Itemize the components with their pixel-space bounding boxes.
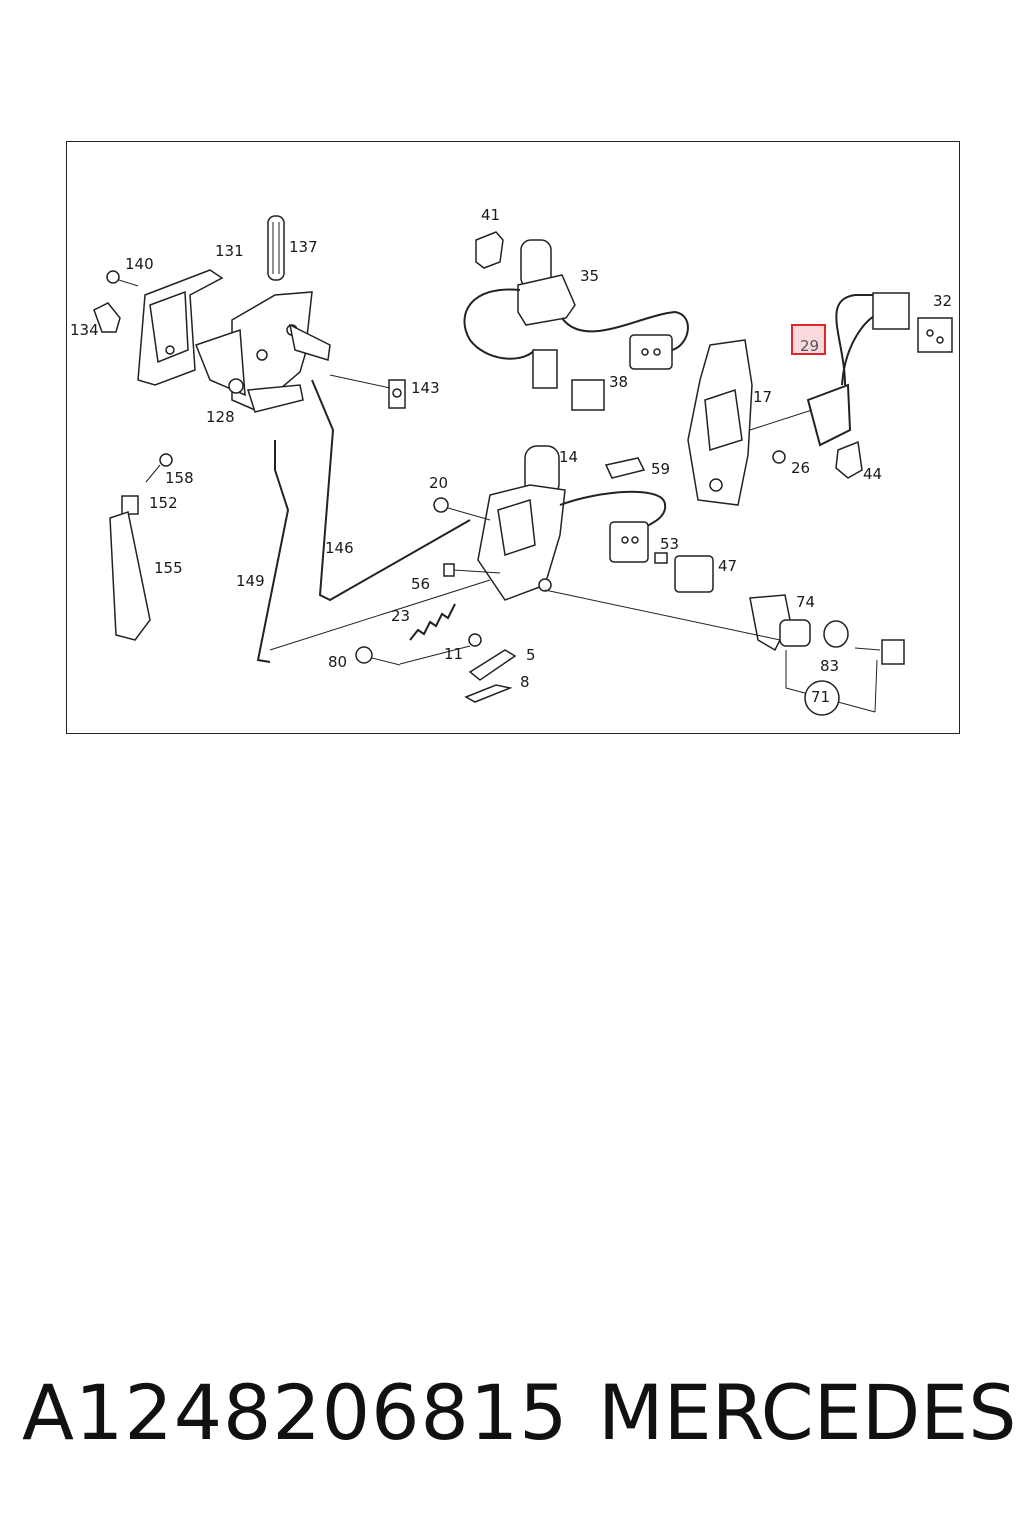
callout-29[interactable]: 29	[800, 337, 820, 355]
callout-71[interactable]: 71	[811, 688, 831, 706]
callout-14[interactable]: 14	[559, 448, 579, 466]
callout-17[interactable]: 17	[753, 388, 773, 406]
callout-143[interactable]: 143	[411, 379, 440, 397]
part-20-bolt	[433, 497, 491, 521]
part-44-cap	[835, 440, 863, 479]
callout-149[interactable]: 149	[236, 572, 265, 590]
callout-29-highlight[interactable]	[791, 324, 826, 355]
callout-23[interactable]: 23	[391, 607, 411, 625]
part-80-bolt	[355, 646, 401, 666]
callout-8[interactable]: 8	[520, 673, 530, 691]
callout-41[interactable]: 41	[481, 206, 501, 224]
callout-128[interactable]: 128	[206, 408, 235, 426]
callout-59[interactable]: 59	[651, 460, 671, 478]
callout-11[interactable]: 11	[444, 645, 464, 663]
callout-56[interactable]: 56	[411, 575, 431, 593]
part-152-clip	[121, 495, 139, 515]
part-158-screw	[145, 453, 173, 483]
callout-53[interactable]: 53	[660, 535, 680, 553]
callout-26[interactable]: 26	[791, 459, 811, 477]
part-53-connector	[609, 521, 649, 563]
callout-131[interactable]: 131	[215, 242, 244, 260]
part-23-spring	[409, 603, 456, 641]
part-131-bracket	[137, 269, 224, 386]
callout-5[interactable]: 5	[526, 646, 536, 664]
part-29-wiring	[806, 383, 852, 447]
part-11-screw	[468, 633, 482, 647]
part-128-housing	[195, 291, 331, 413]
callout-47[interactable]: 47	[718, 557, 738, 575]
diagram-frame	[66, 141, 960, 734]
part-5-lever	[468, 649, 517, 681]
part-59-clip	[604, 457, 646, 479]
part-number: A1248206815	[22, 1368, 569, 1457]
part-41-cap	[475, 231, 504, 269]
callout-32[interactable]: 32	[933, 292, 953, 310]
part-26-screw	[772, 450, 786, 464]
callout-20[interactable]: 20	[429, 474, 449, 492]
part-140-screw	[106, 270, 139, 287]
part-17-lock-plate	[687, 339, 813, 506]
callout-158[interactable]: 158	[165, 469, 194, 487]
callout-44[interactable]: 44	[863, 465, 883, 483]
part-35-plug	[629, 334, 673, 370]
part-38-connector	[532, 349, 605, 411]
part-143-nut	[388, 379, 406, 409]
part-146-rod	[311, 379, 471, 602]
part-35-actuator	[463, 239, 689, 360]
callout-152[interactable]: 152	[149, 494, 178, 512]
callout-140[interactable]: 140	[125, 255, 154, 273]
callout-134[interactable]: 134	[70, 321, 99, 339]
callout-71-circle	[804, 680, 840, 716]
callout-155[interactable]: 155	[154, 559, 183, 577]
callout-146[interactable]: 146	[325, 539, 354, 557]
part-8-lever	[464, 684, 513, 703]
part-155-strap	[109, 511, 151, 641]
callout-137[interactable]: 137	[289, 238, 318, 256]
callout-74[interactable]: 74	[796, 593, 816, 611]
brand-name: MERCEDES	[598, 1368, 1017, 1457]
part-134-clip	[93, 302, 121, 333]
part-149-rod	[256, 440, 491, 663]
callout-38[interactable]: 38	[609, 373, 629, 391]
callout-83[interactable]: 83	[820, 657, 840, 675]
part-47-connector	[654, 552, 714, 593]
callout-80[interactable]: 80	[328, 653, 348, 671]
part-56-bolt	[443, 563, 501, 577]
part-32-connectors	[835, 292, 953, 386]
part-137-knob	[267, 215, 285, 281]
callout-35[interactable]: 35	[580, 267, 600, 285]
